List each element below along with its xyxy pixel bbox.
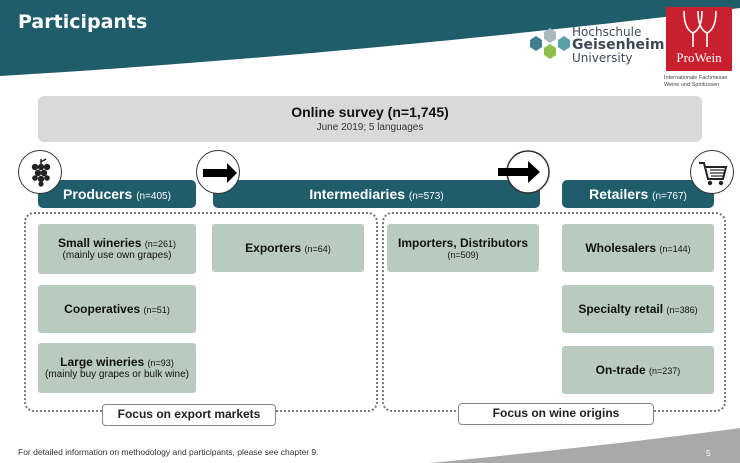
survey-subtitle: June 2019; 5 languages	[316, 122, 424, 133]
prowein-wordmark: ProWein	[676, 50, 722, 65]
on-trade-title: On-trade	[595, 363, 646, 377]
arrow-right-icon	[498, 150, 550, 194]
retailers-bar: Retailers (n=767)	[562, 180, 714, 208]
producers-count: (n=405)	[136, 191, 171, 202]
prowein-subtitle: Internationale Fachmesse Weine und Spiri…	[664, 75, 728, 88]
wholesalers-card: Wholesalers (n=144)	[562, 224, 714, 272]
exporters-card: Exporters (n=64)	[212, 224, 364, 272]
hgu-line1: Hochschule	[572, 25, 642, 39]
specialty-retail-card: Specialty retail (n=386)	[562, 285, 714, 333]
producers-bar: Producers (n=405)	[38, 180, 196, 208]
cooperatives-count: (n=51)	[143, 305, 170, 315]
wholesalers-title: Wholesalers	[585, 241, 657, 255]
producers-label: Producers	[63, 186, 133, 202]
large-wineries-sub: (mainly buy grapes or bulk wine)	[45, 369, 189, 380]
importers-title: Importers, Distributors	[397, 236, 529, 250]
importers-count: (n=509)	[447, 250, 479, 260]
prowein-logo	[666, 7, 732, 71]
small-wineries-card: Small wineries (n=261) (mainly use own g…	[38, 224, 196, 274]
specialty-retail-title: Specialty retail	[578, 302, 664, 316]
page-number: 5	[706, 448, 711, 458]
hgu-line2: Geisenheim	[572, 37, 665, 53]
on-trade-count: (n=237)	[649, 366, 681, 376]
small-wineries-count: (n=261)	[144, 239, 176, 249]
exporters-count: (n=64)	[304, 244, 331, 254]
small-wineries-title: Small wineries	[58, 236, 142, 250]
focus-origins-label: Focus on wine origins	[458, 403, 654, 425]
survey-box: Online survey (n=1,745) June 2019; 5 lan…	[38, 96, 702, 142]
focus-export-label: Focus on export markets	[102, 404, 276, 426]
cooperatives-card: Cooperatives (n=51)	[38, 285, 196, 333]
footer-swoosh	[430, 428, 740, 463]
on-trade-card: On-trade (n=237)	[562, 346, 714, 394]
small-wineries-sub: (mainly use own grapes)	[62, 250, 172, 261]
hgu-logo-text: Hochschule Geisenheim University	[572, 26, 664, 65]
importers-card: Importers, Distributors (n=509)	[387, 224, 539, 272]
arrow-right-icon	[196, 150, 240, 194]
retailers-count: (n=767)	[652, 191, 687, 202]
intermediaries-count: (n=573)	[408, 191, 444, 202]
hgu-line3: University	[572, 51, 633, 65]
grapes-icon	[18, 150, 62, 194]
shopping-cart-icon	[690, 150, 734, 194]
glasses-icon	[683, 10, 717, 47]
specialty-retail-count: (n=386)	[666, 305, 698, 315]
header-band	[0, 0, 740, 76]
survey-title: Online survey (n=1,745)	[291, 104, 449, 120]
retailers-label: Retailers	[589, 186, 649, 202]
exporters-title: Exporters	[245, 241, 302, 255]
wholesalers-count: (n=144)	[659, 244, 691, 254]
page-title: Participants	[18, 11, 148, 33]
cooperatives-title: Cooperatives	[64, 302, 141, 316]
hgu-logo-icon	[530, 28, 570, 59]
intermediaries-label: Intermediaries	[309, 186, 406, 202]
large-wineries-card: Large wineries (n=93) (mainly buy grapes…	[38, 343, 196, 393]
intermediaries-bar: Intermediaries (n=573)	[213, 180, 540, 208]
large-wineries-count: (n=93)	[147, 358, 174, 368]
footer-note: For detailed information on methodology …	[18, 447, 319, 457]
large-wineries-title: Large wineries	[60, 355, 145, 369]
